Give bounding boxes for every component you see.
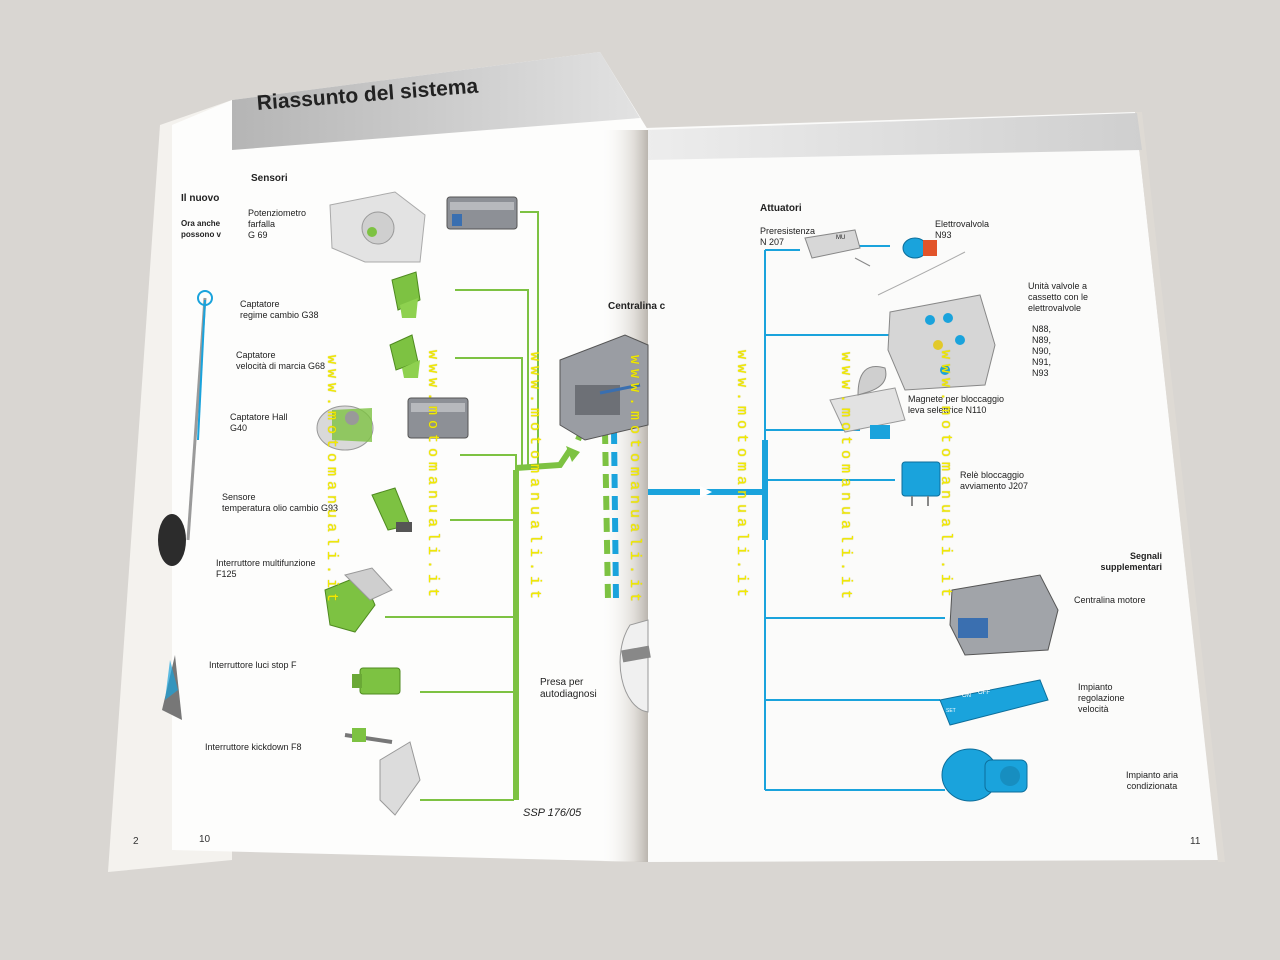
figure-reference: SSP 176/05 [523,807,582,819]
watermark: www.motomanuali.it [937,350,954,603]
watermark: www.motomanuali.it [526,352,543,605]
actuator-label-n93: Elettrovalvola N93 [935,219,990,240]
resistor-mark: MU [836,235,846,241]
signals-heading: Segnali supplementari [1100,551,1162,572]
diagnosis-socket-label: Presa per autodiagnosi [540,677,597,700]
solenoid-valve-icon [902,237,937,259]
cruise-switch-set: SET [946,708,956,714]
ac-compressor-icon [941,748,1028,802]
cruise-switch-off: OFF [978,690,990,696]
sensor-label-f8: Interruttore kickdown F8 [205,742,302,752]
sensor-label-f: Interruttore luci stop F [209,660,297,670]
signal-label-ac: Impianto aria condizionata [1125,770,1179,791]
actuator-label-n110: Magnete per bloccaggio leva selettrice N… [908,394,1005,415]
temperature-sensor-icon [371,487,412,532]
control-unit-icon [446,196,518,230]
speed-sender-icon [389,334,420,378]
actuator-label-valve-body: Unità valvole a cassetto con le elettrov… [1028,281,1089,313]
cruise-switch-on: ON [962,693,971,699]
signal-label-engine-ecu: Centralina motore [1074,595,1146,605]
throttle-potentiometer-icon [329,191,426,263]
cruise-switch-icon [939,679,1049,726]
actuators-heading: Attuatori [760,203,802,214]
ecu-label: Centralina c [608,301,666,312]
left-page-number: 10 [199,834,211,845]
multifunction-switch-icon [324,567,393,633]
valve-body-icon [887,294,996,391]
control-unit-icon [949,574,1059,656]
under-page-heading: Il nuovo [181,193,220,204]
sensor-label-throttle: Potenziometro farfalla G 69 [248,208,307,240]
sensor-label-g93: Sensore temperatura olio cambio G93 [222,492,339,513]
sensors-heading: Sensori [251,173,288,184]
watermark: www.motomanuali.it [733,350,750,603]
control-unit-icon [407,397,469,439]
under-page-number: 2 [133,836,139,847]
right-page-number: 11 [1190,836,1201,847]
actuator-label-solenoids: N88, N89, N90, N91, N93 [1032,324,1052,378]
sensor-label-g40: Captatore Hall G40 [230,412,288,433]
watermark: www.motomanuali.it [424,350,441,603]
control-unit-icon [559,334,649,441]
watermark: www.motomanuali.it [837,352,854,605]
hall-sender-icon [316,405,374,451]
relay-icon [901,461,941,506]
sensor-label-g38: Captatore regime cambio G38 [240,299,319,320]
watermark: www.motomanuali.it [323,355,340,608]
watermark: www.motomanuali.it [626,355,643,608]
under-page-line-2: possono v [181,230,222,239]
actuator-label-n207: Preresistenza N 207 [760,226,816,247]
sensor-label-g68: Captatore velocità di marcia G68 [236,350,326,371]
kickdown-switch-icon [344,728,421,816]
brake-switch-icon [352,667,401,695]
under-page-line-1: Ora anche [181,219,221,228]
speed-sender-icon [391,271,421,318]
signal-label-cruise: Impianto regolazione velocità [1078,682,1125,714]
actuator-label-j207: Relè bloccaggio avviamento J207 [960,470,1029,491]
sensor-label-f125: Interruttore multifunzione F125 [216,558,316,579]
selector-lever-icon [829,366,906,439]
